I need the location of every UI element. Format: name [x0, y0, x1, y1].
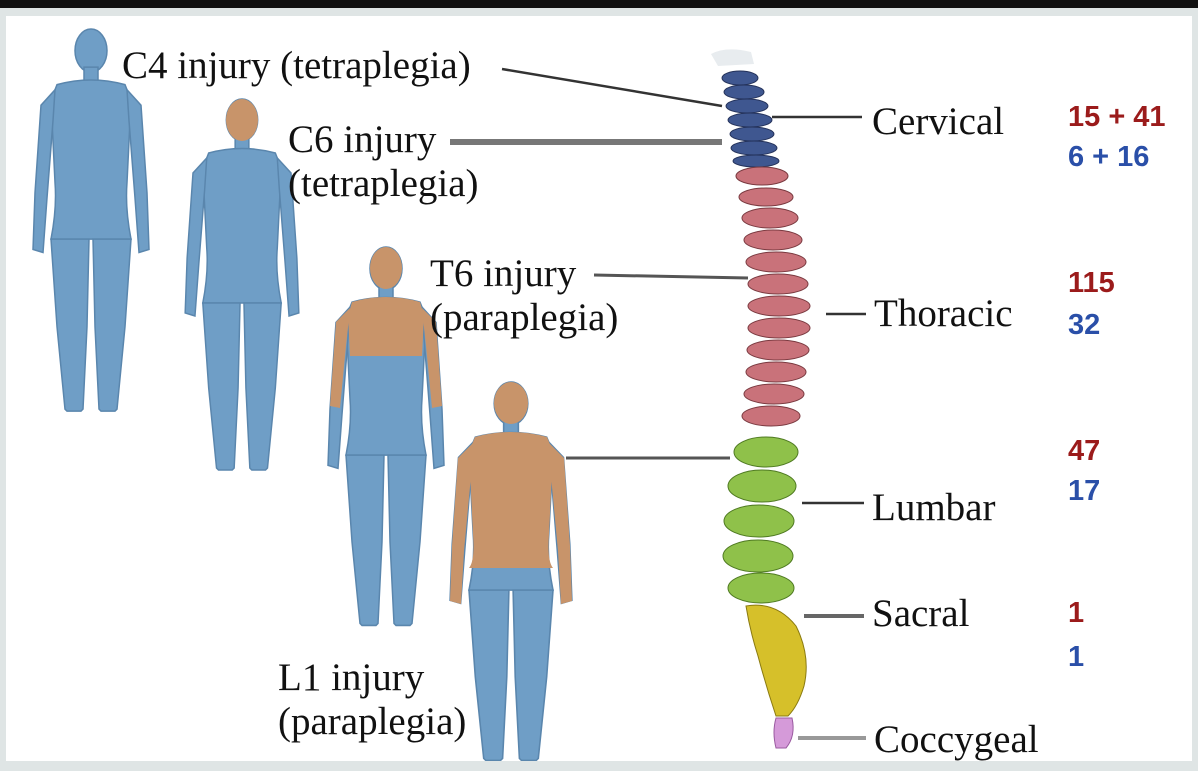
region-label-cervical: Cervical	[872, 100, 1004, 144]
cervical-vertebrae	[722, 71, 779, 167]
injury-label-c6-line2: (tetraplegia)	[288, 162, 479, 206]
count-thoracic-blue: 32	[1068, 308, 1100, 342]
region-label-lumbar: Lumbar	[872, 486, 995, 530]
injury-label-c6-line1: C6 injury	[288, 118, 479, 162]
figure-t6-chest	[348, 297, 424, 356]
spinal-column	[711, 49, 810, 748]
count-cervical-blue: 6 + 16	[1068, 140, 1149, 174]
count-cervical-red: 15 + 41	[1068, 100, 1166, 134]
figure-canvas: C4 injury (tetraplegia) C6 injury (tetra…	[6, 16, 1192, 761]
injury-label-t6-line1: T6 injury	[430, 252, 618, 296]
injury-label-l1-line2: (paraplegia)	[278, 700, 466, 744]
figure-c6-body	[185, 99, 299, 470]
thoracic-vertebrae	[736, 167, 810, 426]
region-label-sacral: Sacral	[872, 592, 969, 636]
injury-label-t6-line2: (paraplegia)	[430, 296, 618, 340]
anatomy-illustration	[6, 16, 1192, 761]
injury-label-l1: L1 injury (paraplegia)	[278, 656, 466, 744]
region-label-thoracic: Thoracic	[874, 292, 1013, 336]
count-lumbar-red: 47	[1068, 434, 1100, 468]
injury-label-l1-line1: L1 injury	[278, 656, 466, 700]
count-sacral-blue: 1	[1068, 640, 1084, 674]
count-thoracic-red: 115	[1068, 266, 1115, 300]
top-border	[0, 0, 1198, 8]
count-sacral-red: 1	[1068, 596, 1084, 630]
injury-label-c4: C4 injury (tetraplegia)	[122, 44, 471, 88]
sacral-vertebrae	[746, 605, 806, 716]
injury-label-t6: T6 injury (paraplegia)	[430, 252, 618, 340]
coccygeal-vertebrae	[774, 718, 793, 748]
figure-l1-torso	[469, 432, 553, 568]
lumbar-vertebrae	[723, 437, 798, 603]
count-lumbar-blue: 17	[1068, 474, 1100, 508]
region-label-coccygeal: Coccygeal	[874, 718, 1039, 762]
injury-label-c6: C6 injury (tetraplegia)	[288, 118, 479, 206]
injury-label-c4-line1: C4 injury (tetraplegia)	[122, 44, 471, 87]
figure-c6-head	[226, 99, 258, 141]
